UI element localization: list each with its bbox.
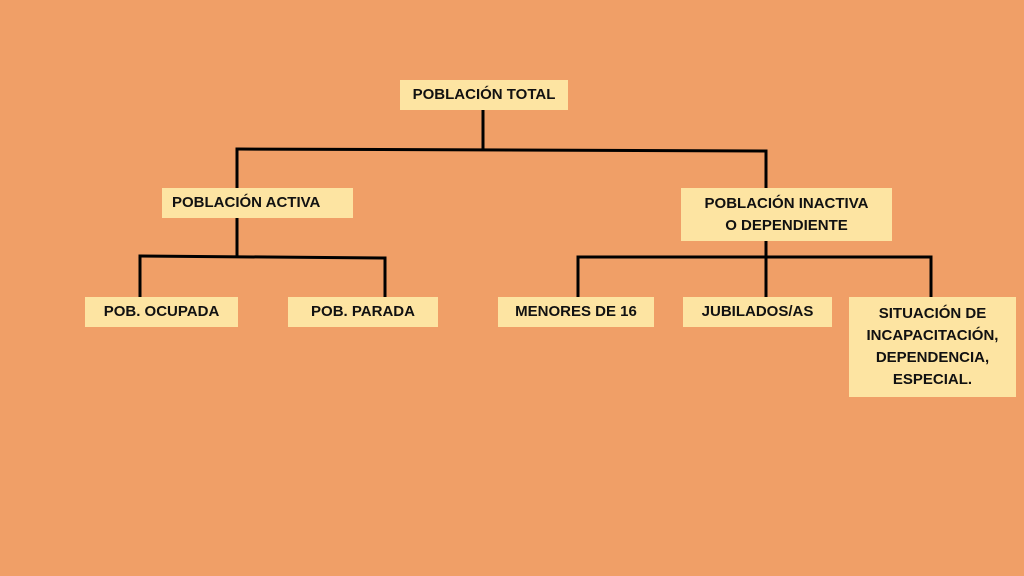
node-poblacion-inactiva: POBLACIÓN INACTIVA O DEPENDIENTE (681, 188, 892, 241)
node-pob-ocupada: POB. OCUPADA (85, 297, 238, 327)
node-menores-de-16: MENORES DE 16 (498, 297, 654, 327)
connector-level1-bar (235, 147, 768, 153)
node-poblacion-activa: POBLACIÓN ACTIVA (162, 188, 353, 218)
node-jubilados: JUBILADOS/AS (683, 297, 832, 327)
node-poblacion-total: POBLACIÓN TOTAL (400, 80, 568, 110)
node-situacion-especial: SITUACIÓN DE INCAPACITACIÓN, DEPENDENCIA… (849, 297, 1016, 397)
connector-activa-bar (138, 254, 387, 260)
node-pob-parada: POB. PARADA (288, 297, 438, 327)
